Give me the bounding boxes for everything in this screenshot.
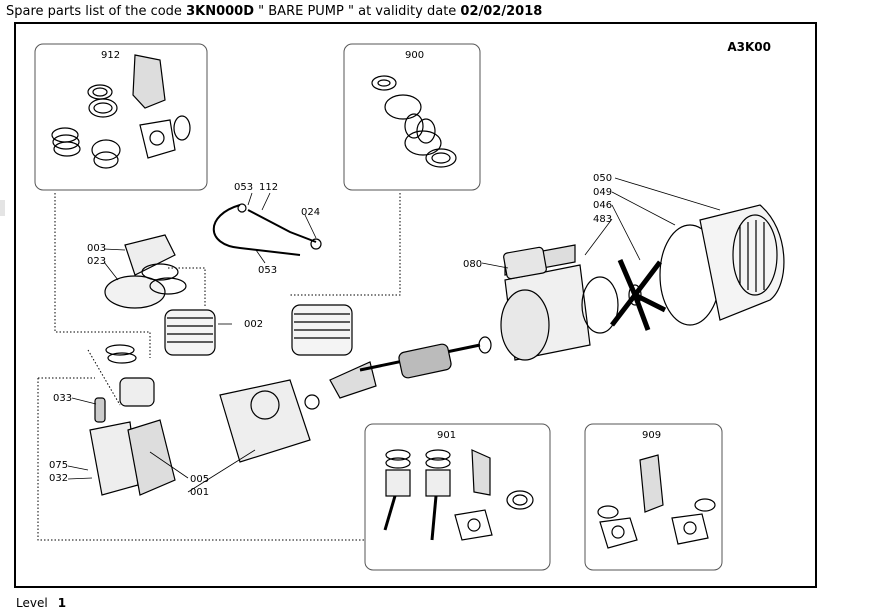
- part-label-050[interactable]: 050: [593, 173, 612, 184]
- kit-900-label: 900: [405, 50, 424, 61]
- part-label-032[interactable]: 032: [49, 473, 68, 484]
- part-labels: 053 112 024 053 003 023 002 033 075 032 …: [49, 173, 612, 498]
- part-label-483[interactable]: 483: [593, 214, 612, 225]
- header-prefix: Spare parts list of the code: [6, 4, 187, 19]
- kit-909[interactable]: 909: [584, 423, 723, 571]
- level-label: Level: [16, 596, 48, 610]
- part-label-080[interactable]: 080: [463, 259, 482, 270]
- kit-901-parts-icon: [383, 449, 534, 541]
- part-label-053b[interactable]: 053: [258, 265, 277, 276]
- leader-lines: [67, 177, 721, 493]
- level-value: 1: [57, 596, 67, 610]
- kit-901[interactable]: 901: [364, 423, 551, 571]
- kit-901-label: 901: [437, 430, 456, 441]
- kit-909-parts-icon: [597, 454, 716, 549]
- part-label-075[interactable]: 075: [49, 460, 68, 471]
- pump-assembly-icon: [89, 203, 785, 496]
- kit-900-parts-icon: [371, 75, 457, 168]
- part-label-024[interactable]: 024: [301, 207, 320, 218]
- part-label-005[interactable]: 005: [190, 474, 209, 485]
- kit-912[interactable]: 912: [34, 43, 208, 191]
- part-label-112[interactable]: 112: [259, 182, 278, 193]
- window-edge: [0, 200, 5, 216]
- drawing-code: A3K00: [727, 40, 771, 54]
- kit-909-label: 909: [642, 430, 661, 441]
- part-label-053a[interactable]: 053: [234, 182, 253, 193]
- part-label-001[interactable]: 001: [190, 487, 209, 498]
- kit-900[interactable]: 900: [343, 43, 481, 191]
- kit-912-label: 912: [101, 50, 120, 61]
- part-label-033[interactable]: 033: [53, 393, 72, 404]
- part-label-049[interactable]: 049: [593, 187, 612, 198]
- part-label-046[interactable]: 046: [593, 200, 612, 211]
- kit-912-parts-icon: [51, 54, 191, 169]
- part-label-023[interactable]: 023: [87, 256, 106, 267]
- header-date: 02/02/2018: [460, 4, 543, 19]
- header-code: 3KN000D: [186, 4, 255, 19]
- level-indicator: Level 1: [16, 596, 66, 610]
- part-label-003[interactable]: 003: [87, 243, 106, 254]
- header-middle: " BARE PUMP " at validity date: [254, 4, 461, 19]
- page-header: Spare parts list of the code 3KN000D " B…: [6, 4, 542, 19]
- part-label-002[interactable]: 002: [244, 319, 263, 330]
